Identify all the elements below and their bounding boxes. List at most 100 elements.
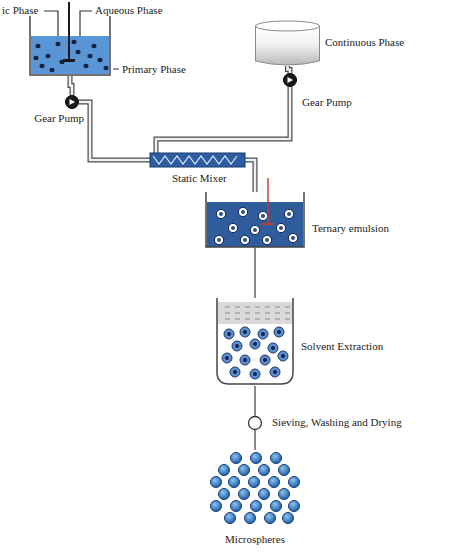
- microsphere: [239, 465, 250, 476]
- sieve-station: Sieving, Washing and Drying: [248, 416, 262, 430]
- microsphere: [259, 465, 270, 476]
- droplet-shell: [284, 209, 293, 218]
- droplet-core: [279, 226, 283, 230]
- droplet-shell: [262, 235, 271, 244]
- solvent-mark: [275, 307, 280, 308]
- pump-body: [66, 96, 79, 109]
- droplet-shell: [240, 235, 249, 244]
- sphere-shell: [224, 329, 234, 339]
- droplet-core: [253, 228, 257, 232]
- droplet-core: [287, 212, 291, 216]
- equipment-label: Primary Phase: [122, 63, 186, 76]
- equipment-label: Microspheres: [208, 533, 302, 546]
- microsphere: [231, 501, 242, 512]
- pipe-connector: [255, 430, 256, 450]
- droplet-core: [291, 236, 295, 240]
- equipment-symbol: [208, 450, 302, 528]
- sphere-shell: [230, 367, 240, 377]
- static-mixer: Static Mixer: [150, 153, 245, 167]
- sphere-core: [235, 344, 239, 348]
- sphere-core: [243, 330, 247, 334]
- pipe-wall: [254, 430, 255, 450]
- droplet: [216, 209, 225, 218]
- stirrer-blade: [63, 59, 75, 62]
- microsphere: [239, 489, 250, 500]
- sphere-shell: [240, 355, 250, 365]
- microsphere: [259, 489, 270, 500]
- microsphere: [231, 453, 242, 464]
- sphere-core: [243, 358, 247, 362]
- particle: [97, 58, 102, 62]
- microsphere: [250, 339, 260, 349]
- solvent-mark: [255, 307, 260, 308]
- solvent-mark: [235, 313, 240, 314]
- droplet: [214, 235, 223, 244]
- sphere-shell: [270, 367, 280, 377]
- stirrer-shaft: [267, 178, 268, 224]
- microsphere: [271, 453, 282, 464]
- mixer-body: [150, 153, 245, 167]
- pipe-connector: [79, 102, 150, 160]
- feed-label: Aqueous Phase: [95, 4, 163, 17]
- sphere-core: [261, 332, 265, 336]
- equipment-label: Continuous Phase: [325, 36, 404, 49]
- sphere-core: [253, 372, 257, 376]
- droplet-shell: [214, 235, 223, 244]
- microsphere: [278, 351, 288, 361]
- liquid: [207, 202, 303, 247]
- droplet-shell: [228, 223, 237, 232]
- microsphere: [219, 489, 230, 500]
- droplet-core: [243, 238, 247, 242]
- pipe-bore: [156, 87, 290, 153]
- sphere-shell: [250, 369, 260, 379]
- particle: [45, 54, 50, 58]
- sphere-shell: [274, 327, 284, 337]
- pump-body: [284, 74, 297, 87]
- primary-vessel: Primary Phase: [28, 16, 112, 76]
- gear-pump: Gear Pump: [65, 95, 79, 109]
- particle: [35, 44, 40, 48]
- droplet-shell: [276, 223, 285, 232]
- microsphere: [289, 501, 300, 512]
- particle: [87, 54, 92, 58]
- pipe-wall: [254, 248, 255, 298]
- sphere-shell: [268, 343, 278, 353]
- pipe-connector: [255, 248, 256, 298]
- feed-line: [44, 11, 58, 40]
- pipe-bore: [245, 160, 255, 192]
- microsphere: [270, 367, 280, 377]
- beaker-outline: [30, 16, 110, 75]
- sphere-shell: [260, 355, 270, 365]
- microsphere: [265, 513, 276, 524]
- stirrer-shaft: [68, 2, 70, 60]
- solvent-mark: [285, 319, 290, 320]
- solvent-mark: [275, 319, 280, 320]
- particle: [55, 42, 60, 46]
- solvent-mark: [265, 307, 270, 308]
- solvent-mark: [285, 307, 290, 308]
- pipe-connector: [156, 87, 290, 153]
- equipment-symbol: [283, 73, 297, 87]
- microsphere: [269, 477, 280, 488]
- solvent-mark: [235, 307, 240, 308]
- solvent-mark: [225, 313, 230, 314]
- solvent-mark: [255, 313, 260, 314]
- solvent-mark: [265, 319, 270, 320]
- droplet: [240, 235, 249, 244]
- microsphere-product: Microspheres: [208, 450, 302, 528]
- equipment-symbol: [248, 416, 262, 430]
- pipe-wall: [70, 76, 72, 95]
- solvent-mark: [245, 313, 250, 314]
- sphere-shell: [232, 341, 242, 351]
- leader-line: [113, 69, 119, 70]
- solvent-mark: [225, 319, 230, 320]
- solvent-mark: [225, 307, 230, 308]
- droplet: [258, 211, 267, 220]
- microsphere: [225, 513, 236, 524]
- sphere-core: [263, 358, 267, 362]
- sphere-shell: [278, 351, 288, 361]
- equipment-symbol: [205, 192, 305, 248]
